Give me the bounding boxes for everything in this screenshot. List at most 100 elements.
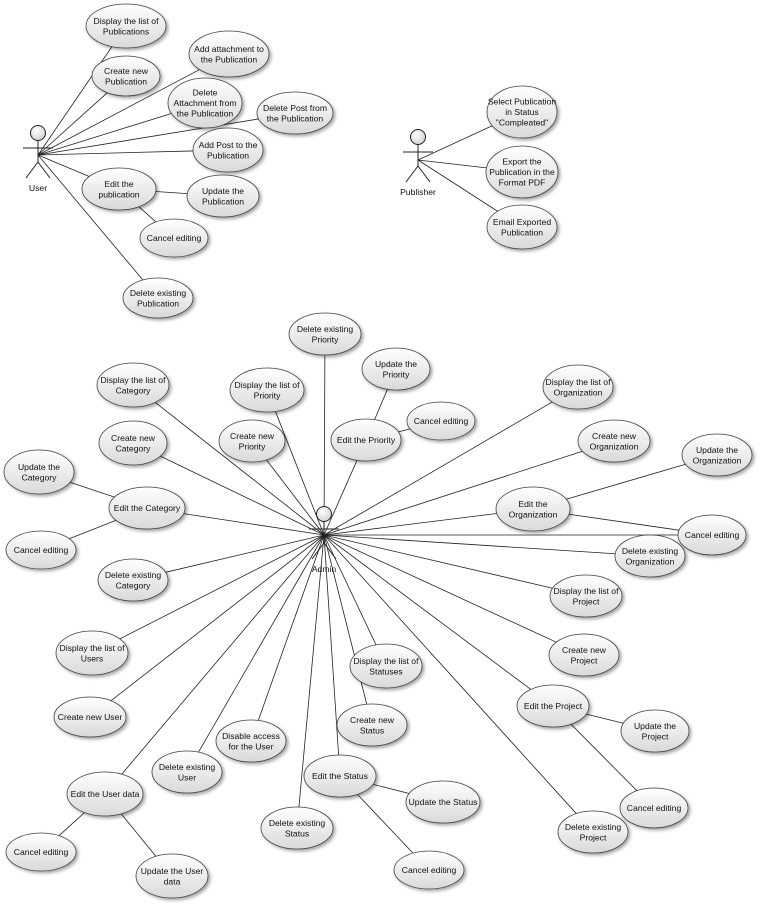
association-a13-a15 — [69, 519, 117, 540]
use-case-ellipse — [288, 312, 362, 356]
use-case-label: Create new — [350, 715, 395, 725]
use-case[interactable]: Edit the User data — [66, 771, 144, 817]
use-case[interactable]: Cancel editing — [5, 530, 77, 570]
use-case[interactable]: Edit the Status — [303, 754, 377, 798]
use-case-ellipse — [139, 218, 209, 258]
use-case-label: Organization — [509, 509, 558, 519]
use-case[interactable]: Cancel editing — [139, 218, 209, 258]
use-case-label: the Publication — [177, 109, 234, 119]
actor-head-icon — [410, 129, 426, 145]
use-case-label: Category — [116, 443, 152, 453]
use-case-ellipse — [188, 30, 270, 78]
use-case-ellipse — [548, 633, 620, 677]
use-case[interactable]: Edit the Project — [516, 684, 590, 728]
use-case-label: Users — [81, 653, 103, 663]
use-case-ellipse — [486, 85, 558, 139]
use-case-ellipse — [495, 486, 571, 532]
use-case[interactable]: Cancel editing — [5, 832, 77, 872]
use-case[interactable]: Cancel editing — [677, 514, 747, 556]
use-case[interactable]: Cancel editing — [406, 401, 476, 441]
use-case-ellipse — [55, 630, 129, 676]
use-case-ellipse — [98, 420, 168, 466]
use-case-label: Export the — [502, 157, 541, 167]
use-case-label: Display the list of — [546, 377, 612, 387]
actor-user[interactable]: User — [23, 125, 53, 194]
use-case-label: Project — [571, 655, 598, 665]
use-case[interactable]: Edit the Priority — [330, 418, 402, 462]
use-case-label: Create new — [592, 431, 637, 441]
use-case-label: Cancel editing — [627, 803, 682, 813]
use-case-ellipse — [681, 433, 753, 477]
use-case-label: Add Post to the — [199, 140, 258, 150]
association-a13-a12 — [69, 481, 115, 498]
association-user-u10 — [37, 154, 144, 281]
use-case-label: Project — [573, 596, 600, 606]
association-publisher-p2 — [417, 159, 487, 169]
use-case-label: Organization — [693, 455, 742, 465]
use-case-label: Display the list of — [60, 643, 126, 653]
use-case-label: Delete existing — [565, 822, 622, 832]
use-case-ellipse — [5, 530, 77, 570]
actor-admin[interactable]: Admin — [309, 506, 339, 575]
use-case-ellipse — [96, 362, 170, 408]
use-case[interactable]: Cancel editing — [619, 787, 689, 829]
use-case-label: Project — [642, 731, 669, 741]
use-case-label: Category — [22, 472, 58, 482]
use-case-label: Select Publication — [488, 97, 557, 107]
use-case-ellipse — [549, 574, 623, 618]
association-a14-a11 — [566, 463, 686, 500]
use-case[interactable]: Cancel editing — [393, 850, 465, 890]
use-case-ellipse — [406, 401, 476, 441]
association-admin-a3 — [275, 411, 325, 536]
use-case[interactable]: Update the Status — [405, 780, 481, 824]
use-case-label: Update the Status — [409, 797, 478, 807]
association-admin-a17 — [323, 534, 616, 555]
use-case-label: Display the list of — [94, 16, 160, 26]
use-case-label: Statuses — [369, 666, 402, 676]
association-admin-a33 — [298, 534, 325, 808]
actor-publisher[interactable]: Publisher — [400, 129, 436, 198]
use-case-label: Create new — [230, 431, 275, 441]
use-case[interactable]: Edit the Category — [108, 486, 186, 530]
use-case[interactable]: Create new User — [53, 696, 127, 738]
use-case-label: Project — [580, 832, 607, 842]
use-case-ellipse — [218, 419, 286, 463]
